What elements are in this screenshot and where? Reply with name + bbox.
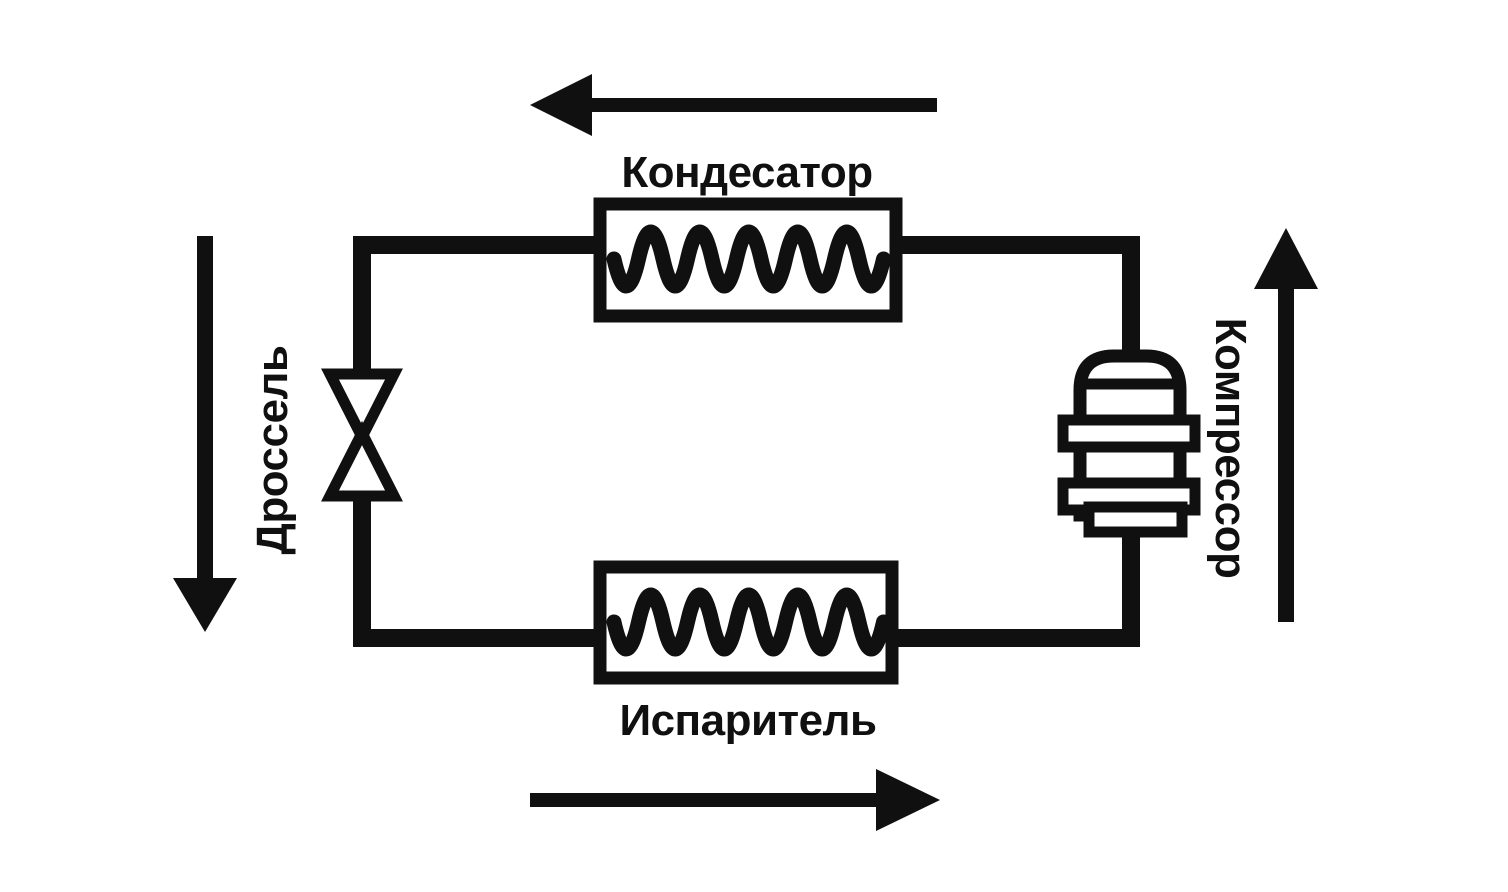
flow-arrow-up-icon	[1254, 228, 1318, 622]
condenser-coil-icon	[606, 224, 891, 294]
compressor-flange-top	[1057, 414, 1201, 453]
throttle-label: Дроссель	[248, 346, 297, 555]
compressor-label: Компрессор	[1206, 318, 1255, 579]
evaporator	[593, 560, 899, 685]
evaporator-box	[593, 560, 899, 685]
compressor-base	[1083, 501, 1188, 538]
compressor-icon	[1057, 349, 1201, 538]
condenser-box	[593, 197, 903, 323]
evaporator-label: Испаритель	[619, 696, 876, 745]
flow-arrow-down-icon	[173, 236, 237, 632]
throttle-valve-icon	[321, 368, 403, 502]
flow-arrows	[173, 74, 1318, 831]
flow-arrow-right-icon	[530, 769, 940, 831]
valve-triangle-top	[321, 368, 403, 450]
evaporator-coil-icon	[606, 587, 891, 657]
flow-arrow-left-icon	[530, 74, 937, 136]
condenser	[593, 197, 903, 323]
valve-triangle-bottom	[321, 420, 403, 502]
condenser-label: Кондесатор	[621, 148, 872, 197]
